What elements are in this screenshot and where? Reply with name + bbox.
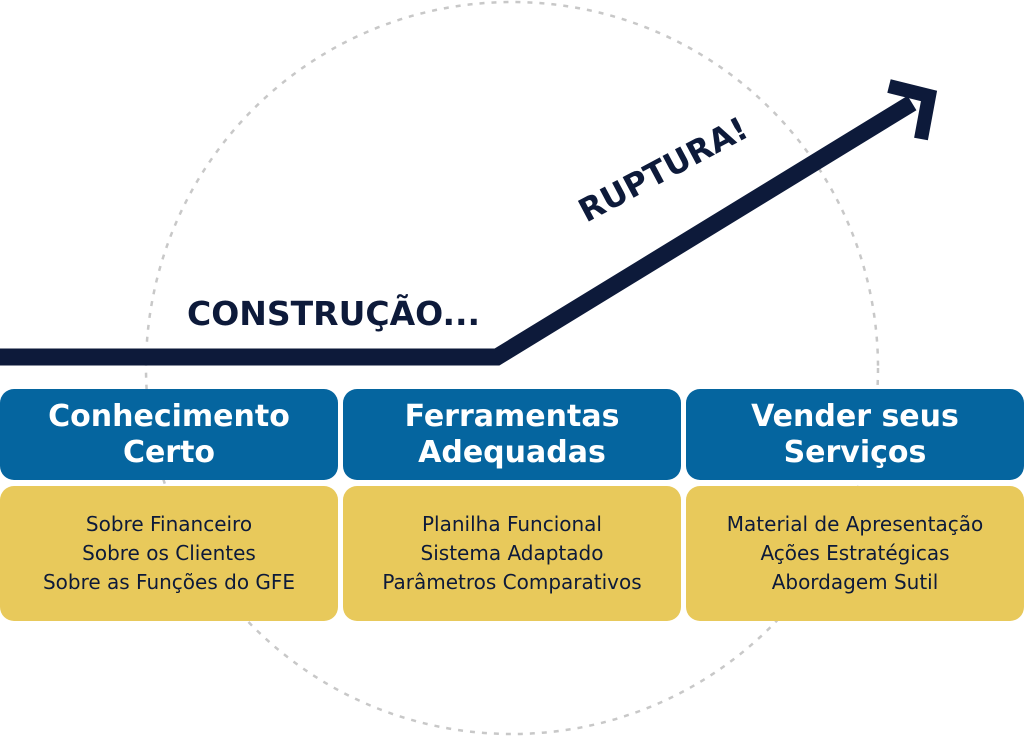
list-item: Planilha Funcional: [422, 512, 602, 536]
arrow-head-icon: [887, 79, 938, 141]
column-body-tools: Planilha Funcional Sistema Adaptado Parâ…: [343, 486, 681, 621]
list-item: Material de Apresentação: [726, 512, 984, 536]
column-title: Ferramentas Adequadas: [405, 399, 620, 471]
list-item: Sobre Financeiro: [85, 512, 253, 536]
column-body-knowledge: Sobre Financeiro Sobre os Clientes Sobre…: [0, 486, 338, 621]
list-item: Abordagem Sutil: [771, 570, 939, 594]
list-item: Ações Estratégicas: [760, 541, 950, 565]
column-header-services: Vender seus Serviços: [686, 389, 1024, 480]
list-item: Sistema Adaptado: [420, 541, 604, 565]
dotted-circle: [144, 0, 880, 736]
column-body-services: Material de Apresentação Ações Estratégi…: [686, 486, 1024, 621]
column-title: Conhecimento Certo: [48, 399, 290, 471]
growth-line: [0, 95, 917, 366]
column-title: Vender seus Serviços: [751, 399, 959, 471]
column-title-line: Conhecimento: [48, 398, 290, 434]
construction-label: CONSTRUÇÃO...: [187, 294, 481, 333]
column-title-line: Certo: [122, 434, 216, 470]
column-header-knowledge: Conhecimento Certo: [0, 389, 338, 480]
list-item: Sobre os Clientes: [82, 541, 256, 565]
column-title-line: Serviços: [783, 434, 927, 470]
column-title-line: Vender seus: [751, 398, 959, 434]
column-header-tools: Ferramentas Adequadas: [343, 389, 681, 480]
column-title-line: Ferramentas: [404, 398, 620, 434]
list-item: Parâmetros Comparativos: [382, 570, 642, 594]
list-item: Sobre as Funções do GFE: [42, 570, 296, 594]
column-title-line: Adequadas: [418, 434, 606, 470]
